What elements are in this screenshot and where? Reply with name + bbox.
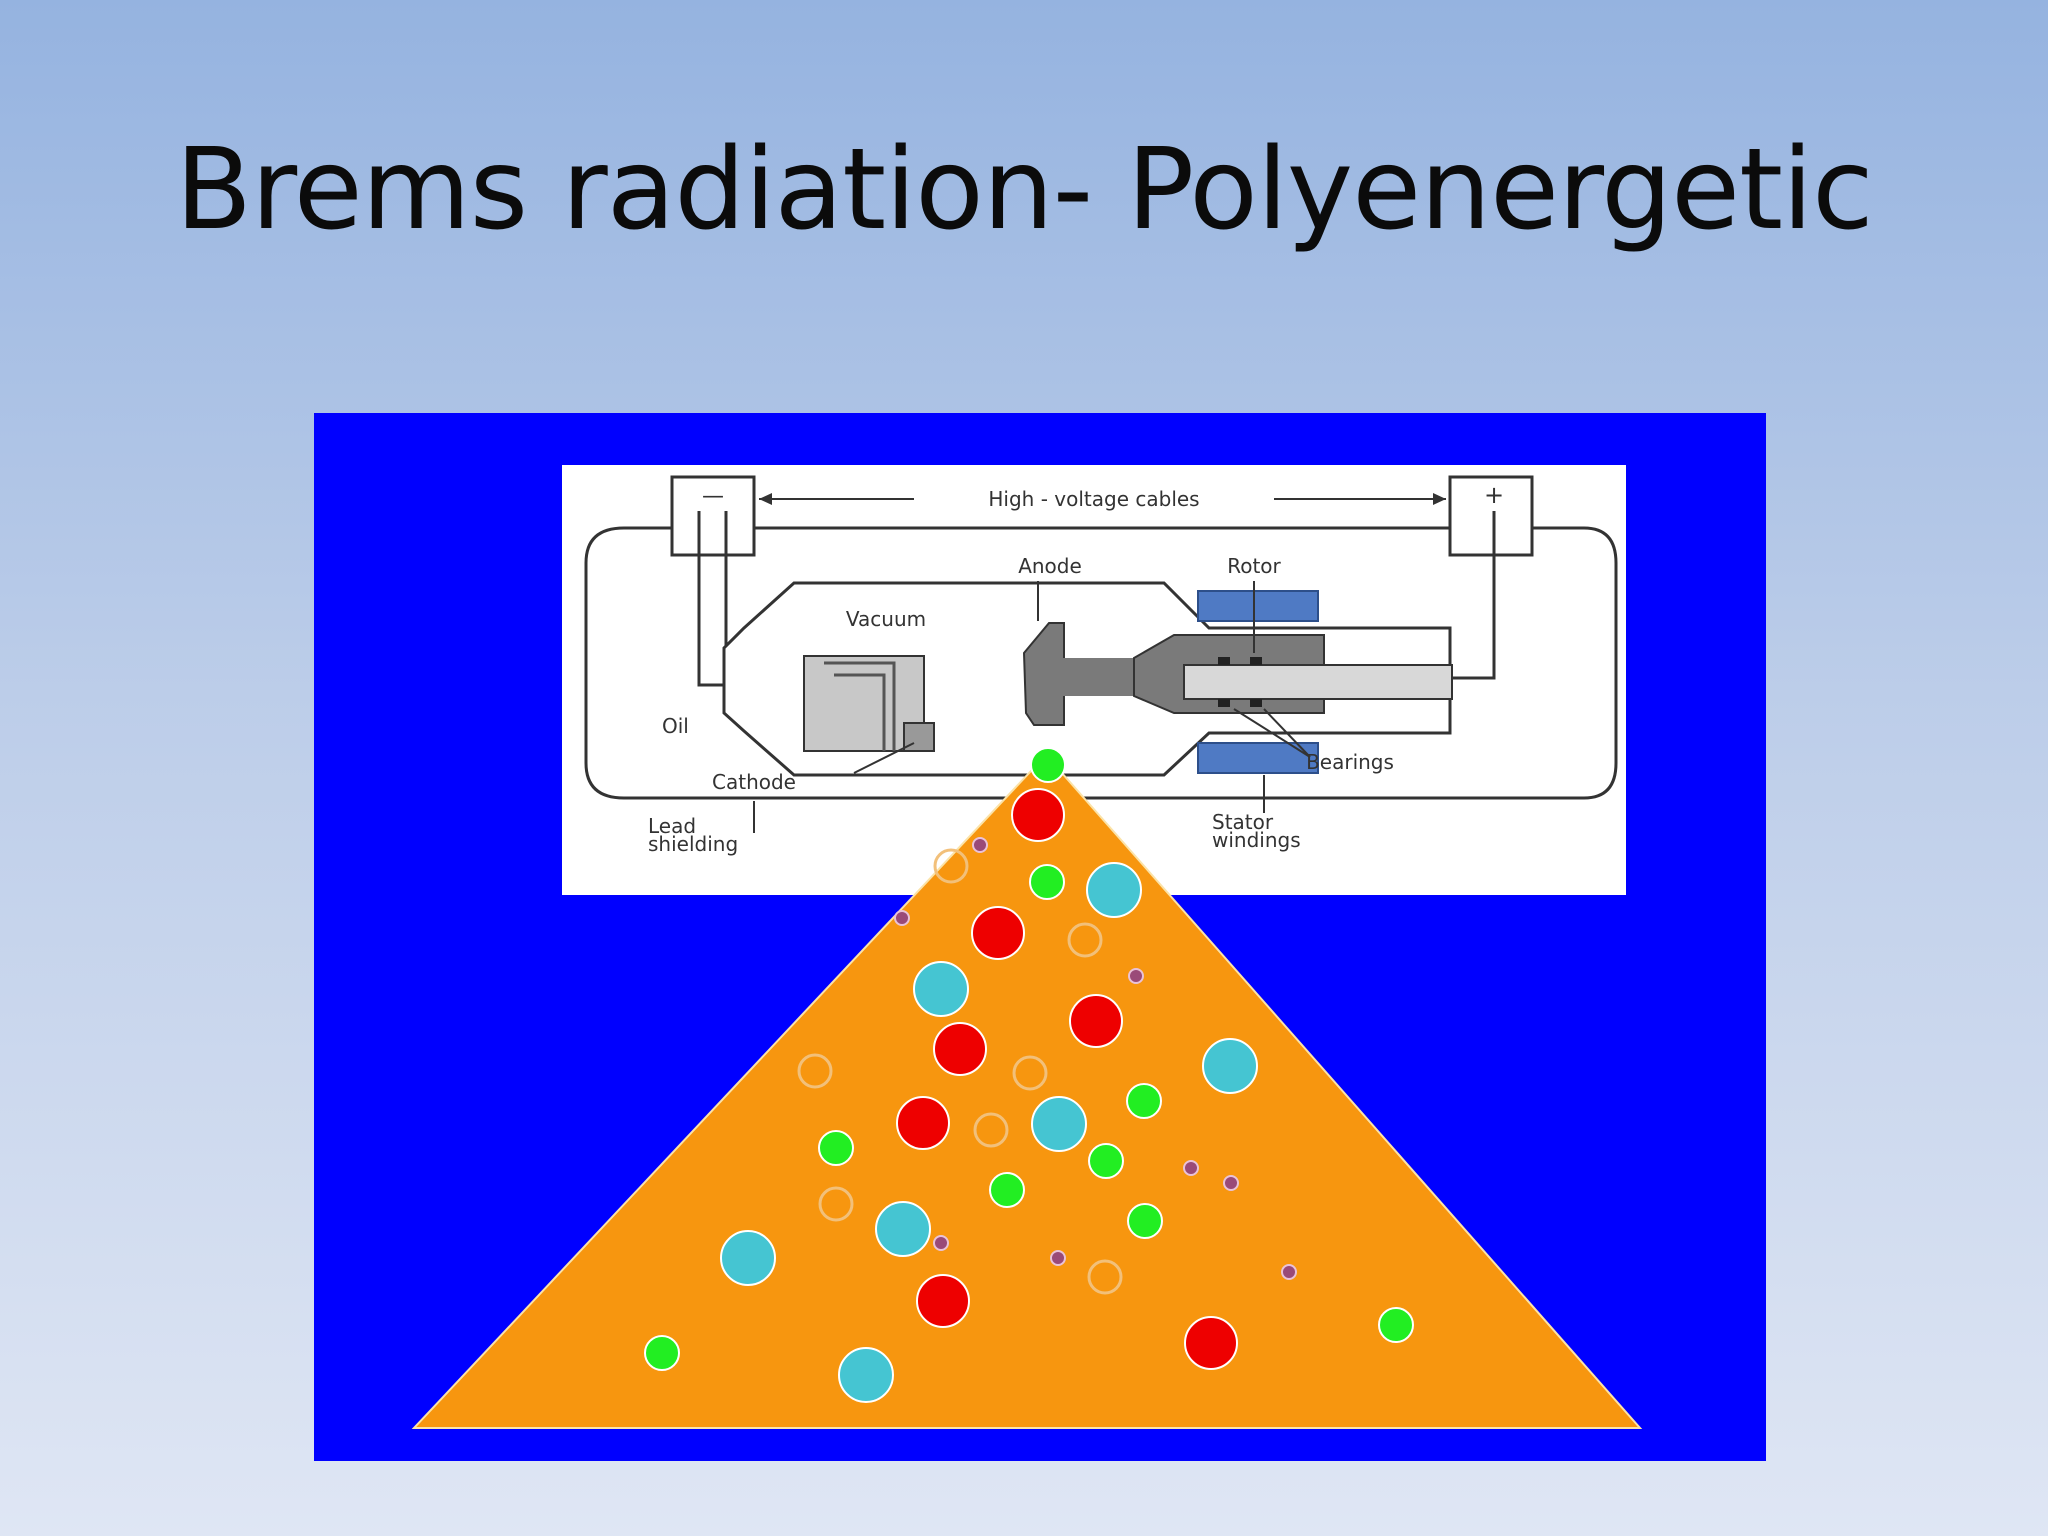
cathode-leader <box>853 742 915 774</box>
purple-photon <box>933 1235 949 1251</box>
hollow-photon <box>1067 922 1103 958</box>
green-photon <box>1126 1083 1162 1119</box>
bearing <box>1218 657 1230 665</box>
stator-windings-label-1: Stator <box>1212 810 1274 834</box>
rotor-label: Rotor <box>1227 554 1281 578</box>
x-ray-tube-figure: — + High - voltage cables Anod <box>314 413 1766 1461</box>
red-photon <box>916 1274 970 1328</box>
purple-photon <box>972 837 988 853</box>
cyan-photon <box>1031 1096 1087 1152</box>
hollow-photon <box>973 1112 1009 1148</box>
cyan-photon <box>913 961 969 1017</box>
lead-shielding-label-1: Lead <box>648 814 696 838</box>
hollow-photon <box>818 1186 854 1222</box>
red-photon <box>1184 1316 1238 1370</box>
hollow-photon <box>933 848 969 884</box>
photons <box>644 747 1414 1403</box>
hollow-photon <box>797 1053 833 1089</box>
bearings-leader-1 <box>1233 708 1311 758</box>
red-photon <box>1069 994 1123 1048</box>
green-photon <box>1029 864 1065 900</box>
cyan-photon <box>875 1201 931 1257</box>
tube-housing <box>584 526 1618 800</box>
minus-terminal-label: — <box>702 484 724 509</box>
cyan-photon <box>1202 1038 1258 1094</box>
cathode-cable-socket <box>670 475 756 557</box>
green-photon <box>1030 747 1066 783</box>
bearings-label: Bearings <box>1306 750 1394 774</box>
cyan-photon <box>1086 862 1142 918</box>
cyan-photon <box>838 1347 894 1403</box>
green-photon <box>1378 1307 1414 1343</box>
anode-wire <box>1444 511 1496 680</box>
cables-label: High - voltage cables <box>988 487 1199 511</box>
bearing <box>1218 699 1230 707</box>
purple-photon <box>1281 1264 1297 1280</box>
bearing <box>1250 699 1262 707</box>
red-photon <box>933 1022 987 1076</box>
red-photon <box>896 1096 950 1150</box>
lead-shielding-label-2: shielding <box>648 832 738 856</box>
bearings-leader-2 <box>1263 708 1311 758</box>
anode-target <box>1022 622 1065 726</box>
arrowhead-left <box>759 493 772 505</box>
purple-photon <box>1128 968 1144 984</box>
bearing <box>1250 657 1262 665</box>
cathode-label: Cathode <box>712 770 796 794</box>
purple-photon <box>1223 1175 1239 1191</box>
cathode-filament-lines-2 <box>834 673 886 751</box>
anode-cable-socket <box>1448 475 1534 557</box>
vacuum-label: Vacuum <box>846 607 926 631</box>
green-photon <box>989 1172 1025 1208</box>
stator-windings-label-2: windings <box>1212 828 1301 852</box>
green-photon <box>1088 1143 1124 1179</box>
hollow-photon <box>1012 1055 1048 1091</box>
purple-photon <box>1050 1250 1066 1266</box>
green-photon <box>818 1130 854 1166</box>
plus-terminal-label: + <box>1484 481 1504 509</box>
arrowhead-right <box>1433 493 1446 505</box>
slide-title: Brems radiation- Polyenergetic <box>175 125 1873 255</box>
cyan-photon <box>720 1230 776 1286</box>
purple-photon <box>894 910 910 926</box>
red-photon <box>1011 788 1065 842</box>
purple-photon <box>1183 1160 1199 1176</box>
red-photon <box>971 906 1025 960</box>
anode-label: Anode <box>1018 554 1082 578</box>
cathode-filament-lines <box>824 661 896 751</box>
rotor-shaft <box>1183 664 1453 700</box>
oil-label: Oil <box>662 714 689 738</box>
hollow-photon <box>1087 1259 1123 1295</box>
green-photon <box>644 1335 680 1371</box>
stator-coil-bottom <box>1197 742 1319 774</box>
green-photon <box>1127 1203 1163 1239</box>
rotor-coil-top <box>1197 590 1319 622</box>
x-ray-diagram: — + High - voltage cables Anod <box>411 465 1643 1429</box>
anode-stem <box>1062 658 1142 696</box>
